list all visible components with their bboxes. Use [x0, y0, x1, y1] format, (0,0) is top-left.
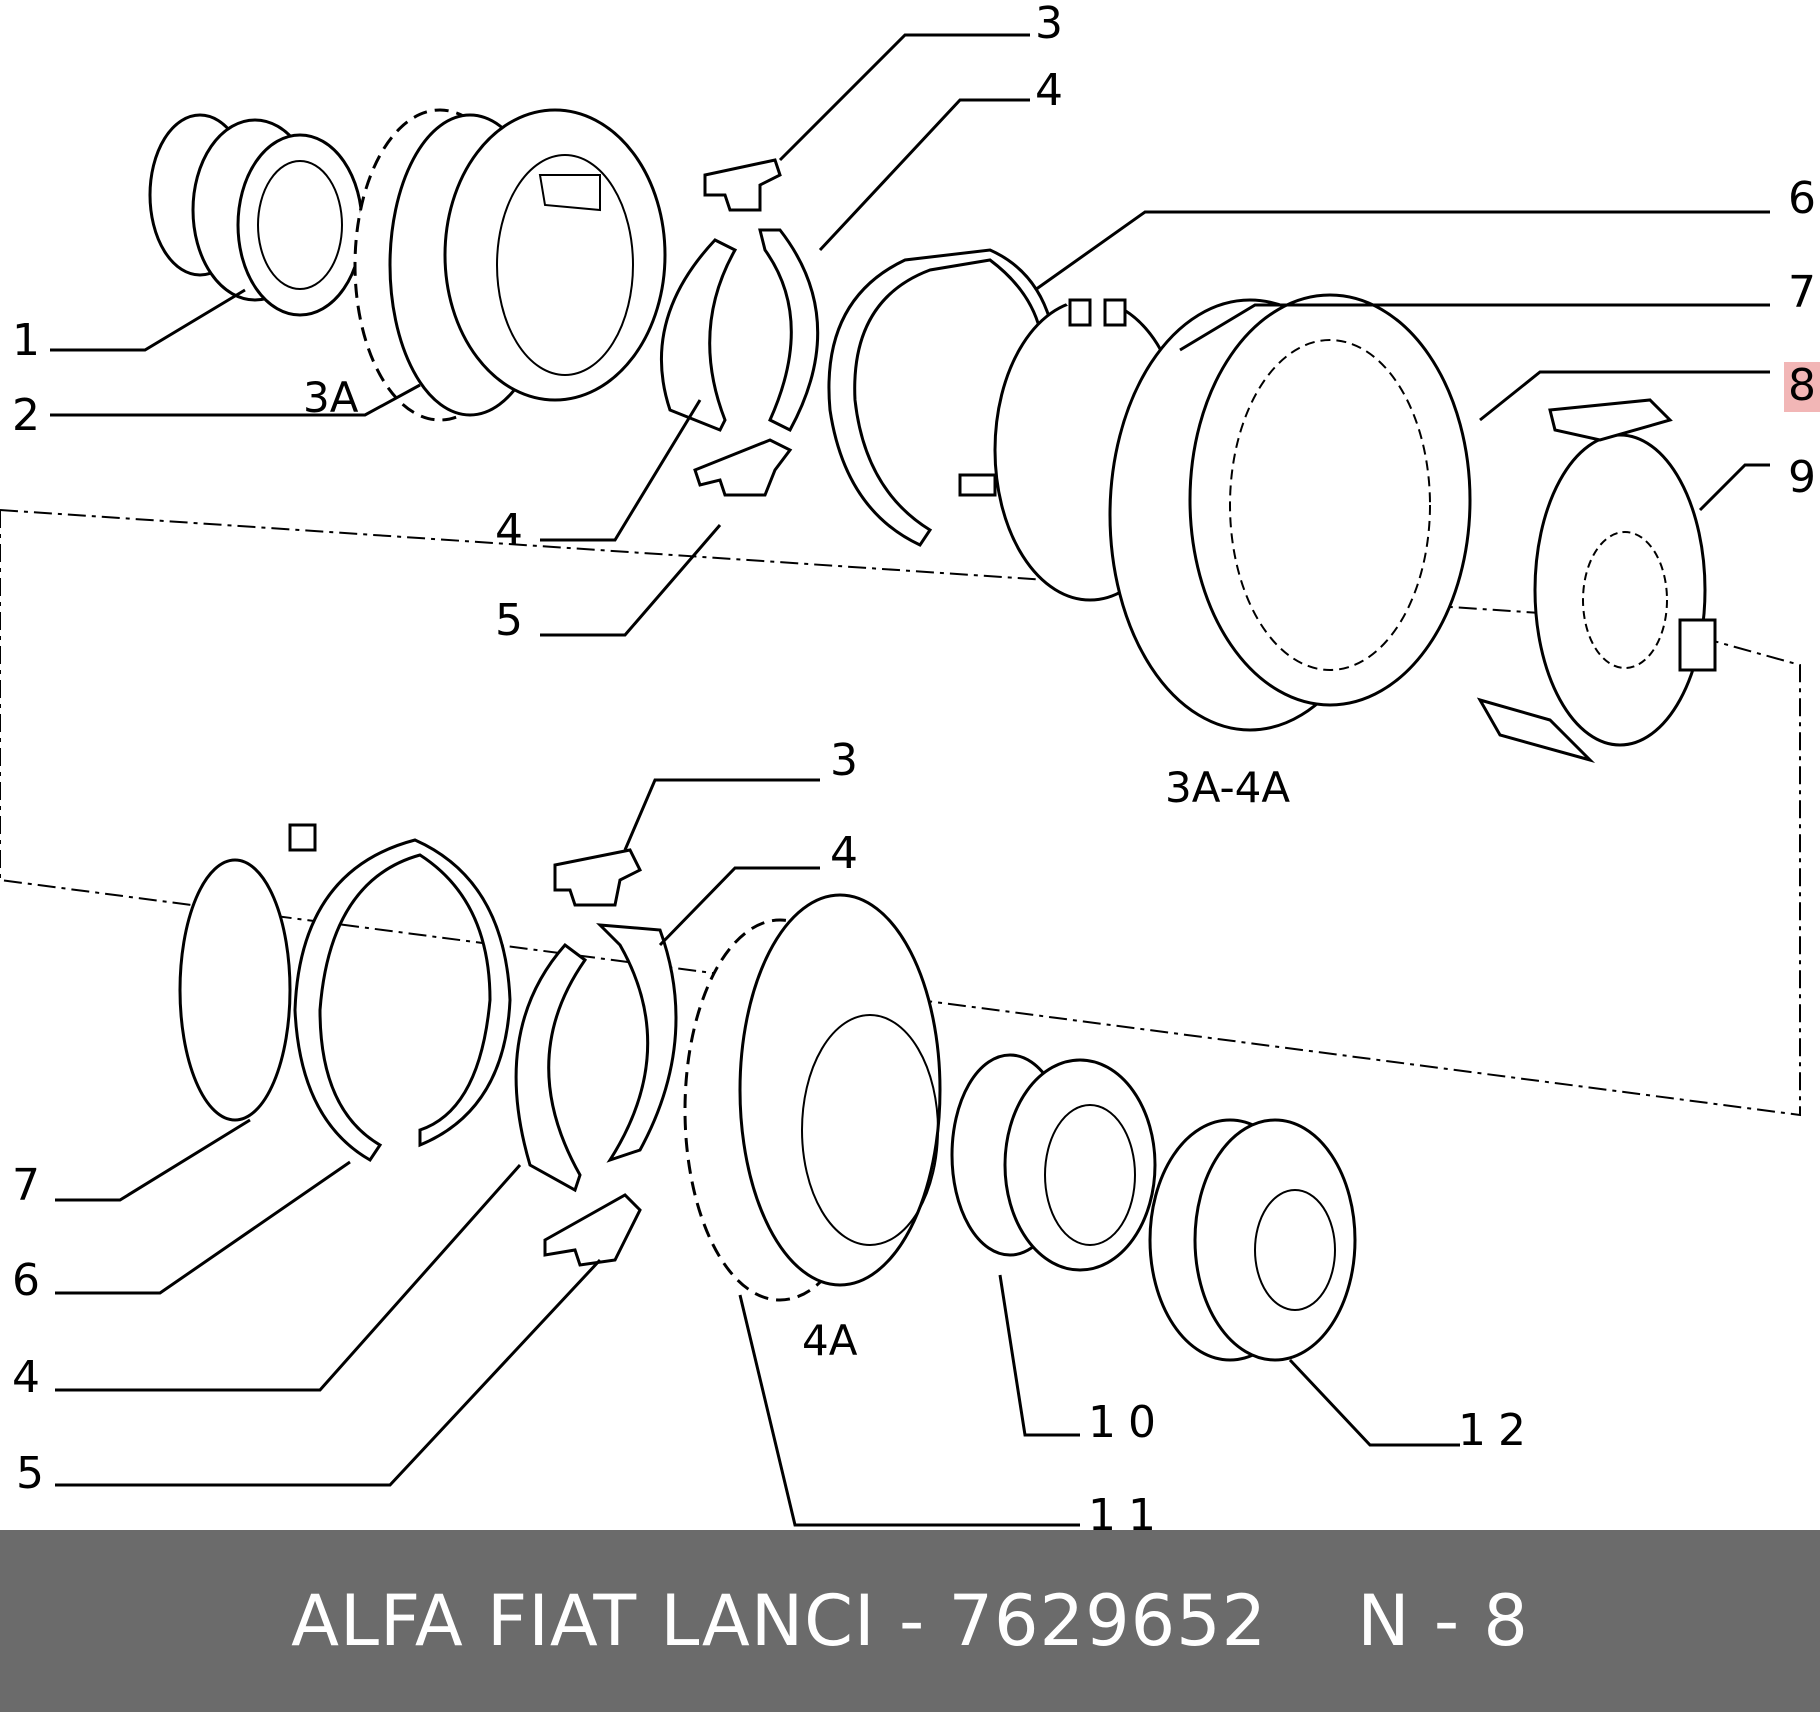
exploded-parts-diagram: 1 2 3 4 4 5 6 7 8 9 7 6 4 5 3 4 10 11 12…	[0, 0, 1820, 1530]
key-3-upper	[703, 158, 782, 212]
leader-11	[738, 1294, 1080, 1527]
group-label-3a: 3A	[303, 373, 359, 422]
leader-12	[1288, 1358, 1460, 1447]
callout-2: 2	[12, 390, 40, 441]
leader-6-lower	[55, 1160, 351, 1295]
needle-bearing-10	[950, 1053, 1157, 1272]
callout-6-upper: 6	[1788, 173, 1816, 224]
callout-12: 12	[1458, 1405, 1538, 1456]
leader-1	[50, 288, 246, 352]
leader-4-upper-bottom	[540, 399, 702, 542]
group-label-3a-4a: 3A-4A	[1165, 763, 1290, 812]
callout-7-lower: 7	[12, 1160, 40, 1211]
ball-bearing-12	[1148, 1118, 1357, 1362]
callout-4-lower-bottom: 4	[12, 1352, 40, 1403]
callout-1: 1	[12, 315, 40, 366]
leader-4-lower-top	[658, 866, 820, 947]
key-5-upper	[693, 438, 793, 497]
callout-4-upper-bottom: 4	[495, 505, 523, 556]
key-3-lower	[553, 848, 643, 907]
axis-line-upper	[0, 510, 1801, 1117]
leader-7-lower	[55, 1118, 251, 1202]
callout-8: 8	[1788, 360, 1816, 411]
group-label-4a: 4A	[802, 1316, 858, 1365]
leader-3-lower	[623, 778, 820, 851]
needle-bearing-1	[148, 113, 364, 317]
leader-9	[1698, 463, 1770, 512]
footer-bar: ALFA FIAT LANCI - 7629652 N - 8	[0, 1530, 1820, 1712]
leader-8	[1479, 370, 1770, 422]
leader-4-lower-bottom	[55, 1164, 522, 1392]
callout-7-upper: 7	[1788, 267, 1816, 318]
synchro-band-4c-lower	[514, 942, 588, 1193]
callout-5-lower: 5	[16, 1448, 44, 1499]
callout-10: 10	[1088, 1397, 1168, 1448]
leader-2	[50, 383, 421, 417]
leader-4-upper-top	[818, 98, 1030, 252]
gear-3a	[353, 108, 667, 422]
callout-4-upper-top: 4	[1035, 65, 1063, 116]
synchro-band-4a	[659, 238, 738, 432]
leader-3-upper	[778, 33, 1030, 162]
footer-part-text: ALFA FIAT LANCI - 7629652	[291, 1580, 1268, 1662]
callout-11: 11	[1088, 1490, 1168, 1530]
synchro-band-4b	[758, 228, 820, 432]
callout-4-lower-top: 4	[830, 828, 858, 879]
leader-7-upper	[1179, 303, 1770, 352]
key-5-lower	[543, 1193, 642, 1267]
leader-5-upper	[540, 524, 722, 637]
hub-9	[1476, 398, 1717, 763]
callout-9: 9	[1788, 452, 1816, 503]
leader-6-upper	[1034, 210, 1770, 292]
callout-highlight	[1784, 362, 1820, 412]
callout-6-lower: 6	[12, 1255, 40, 1306]
footer-page-text: N - 8	[1357, 1580, 1529, 1662]
synchro-ring-6-lower	[293, 838, 512, 1162]
circlip-7-lower	[178, 823, 317, 1122]
callout-3-lower: 3	[830, 735, 858, 786]
synchro-band-4d-lower	[596, 923, 678, 1163]
leader-5-lower	[55, 1258, 602, 1487]
sleeve-8	[1108, 293, 1472, 732]
callout-5-upper: 5	[495, 595, 523, 646]
callout-3-upper: 3	[1035, 0, 1063, 49]
leader-10	[998, 1274, 1080, 1437]
gear-4a	[683, 893, 942, 1302]
